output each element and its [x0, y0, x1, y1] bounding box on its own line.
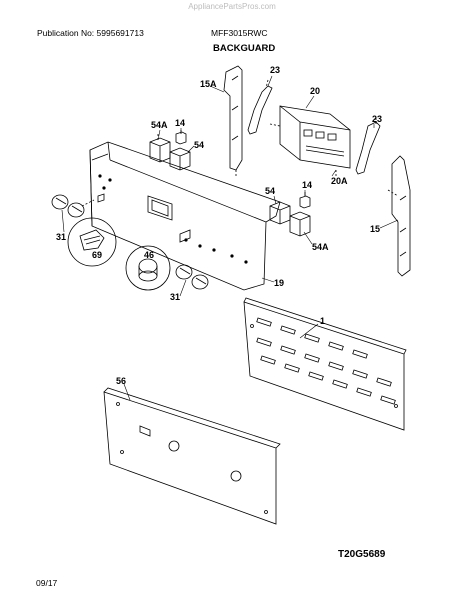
callout-69: 69 — [92, 250, 102, 260]
callout-56: 56 — [116, 376, 126, 386]
callout-15: 15 — [370, 224, 380, 234]
part-1-rear-panel — [243, 297, 407, 431]
callout-19: 19 — [274, 278, 284, 288]
callout-labels: 15A 23 20 23 54A 14 54 20A 54 14 15 54A … — [56, 65, 382, 386]
part-54-switch-mid — [269, 201, 291, 225]
figure-code: T20G5689 — [338, 549, 386, 560]
callout-31-left: 31 — [56, 232, 66, 242]
part-54-switch-top — [169, 147, 191, 171]
part-23-bracket-left — [247, 79, 273, 135]
callout-14-mid: 14 — [302, 180, 312, 190]
callout-23-right: 23 — [372, 114, 382, 124]
part-46-button-detail — [125, 245, 171, 291]
part-31-knobs-left — [51, 194, 95, 218]
callout-20: 20 — [310, 86, 320, 96]
callout-15a: 15A — [200, 79, 217, 89]
callout-54-mid: 54 — [265, 186, 275, 196]
model-number: MFF3015RWC — [211, 28, 268, 38]
part-20-control-board — [269, 105, 351, 176]
publication-number: Publication No: 5995691713 — [37, 28, 144, 38]
watermark: AppliancePartsPros.com — [188, 2, 276, 11]
part-14-clip-top — [175, 130, 187, 145]
callout-leaders — [61, 75, 399, 401]
part-15a-side-trim — [223, 65, 243, 176]
callout-14-top: 14 — [175, 118, 185, 128]
callout-54a-top: 54A — [151, 120, 168, 130]
callout-54a-mid: 54A — [312, 242, 329, 252]
callout-46: 46 — [144, 250, 154, 260]
part-69-knob-detail — [67, 217, 117, 267]
callout-20a: 20A — [331, 176, 348, 186]
callout-1: 1 — [320, 316, 325, 326]
vent-louvers — [256, 317, 396, 405]
section-title: BACKGUARD — [213, 43, 276, 54]
callout-23-left: 23 — [270, 65, 280, 75]
part-19-backguard-panel — [89, 141, 281, 291]
part-23-bracket-right — [355, 118, 381, 175]
part-15-side-trim — [387, 155, 411, 277]
part-56-lower-bracket — [103, 387, 281, 525]
callout-54-top: 54 — [194, 140, 204, 150]
part-31-knobs-bottom — [175, 264, 209, 290]
revision-date: 09/17 — [36, 578, 58, 588]
part-54a-switch-mid — [289, 211, 311, 237]
callout-31-bottom: 31 — [170, 292, 180, 302]
